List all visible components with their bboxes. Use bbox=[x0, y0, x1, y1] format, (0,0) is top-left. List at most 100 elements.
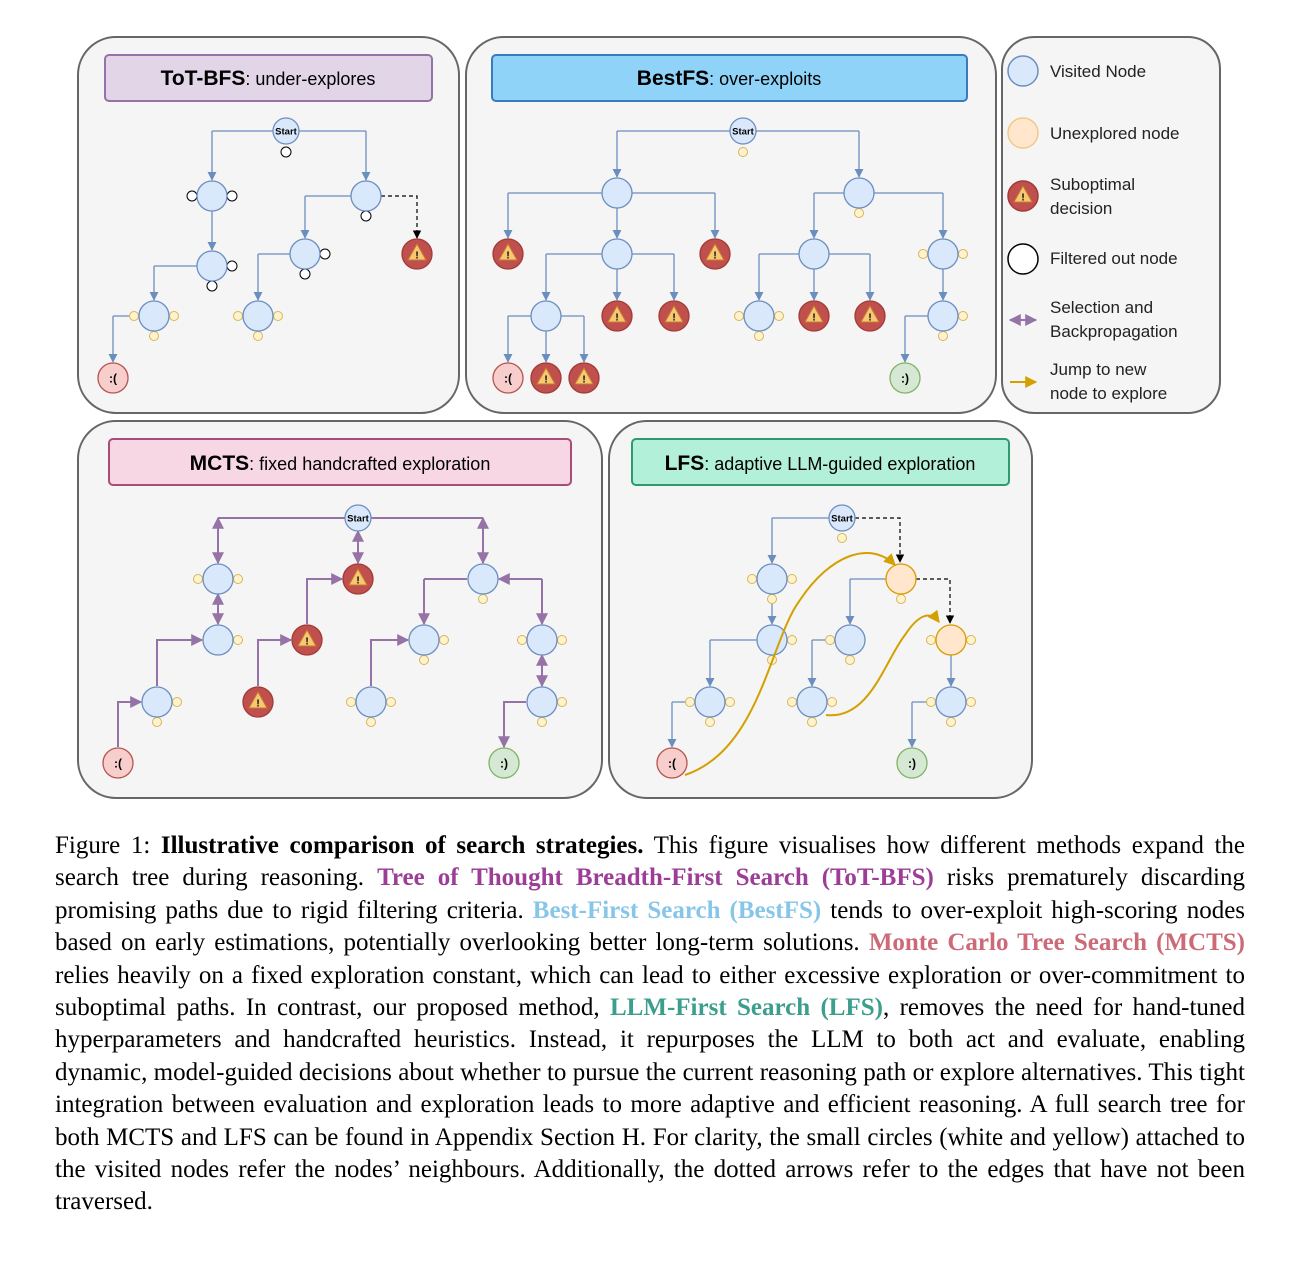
neighbor-node bbox=[705, 717, 715, 727]
caption-title: Illustrative comparison of search strate… bbox=[160, 832, 644, 859]
tree-edge bbox=[117, 696, 143, 747]
mcts-header-box bbox=[108, 438, 572, 486]
unexplored-node bbox=[935, 624, 967, 656]
visited-node bbox=[408, 624, 440, 656]
warning-mark: ! bbox=[868, 313, 871, 324]
success-node: :) bbox=[889, 362, 921, 394]
warning-mark: ! bbox=[544, 375, 547, 386]
suboptimal-node: ! bbox=[242, 686, 274, 718]
legend-visited-label: Visited Node bbox=[1050, 62, 1146, 81]
visited-node bbox=[202, 563, 234, 595]
legend-jump-line1: Jump to new bbox=[1050, 360, 1147, 379]
caption-lfs-name: LLM-First Search (LFS) bbox=[610, 994, 883, 1022]
suboptimal-node: ! bbox=[798, 300, 830, 332]
warning-mark: ! bbox=[672, 313, 675, 324]
neighbor-node bbox=[193, 574, 203, 584]
tree-edge bbox=[257, 634, 293, 686]
warning-mark: ! bbox=[305, 637, 308, 648]
start-label: Start bbox=[831, 514, 853, 525]
tree-edge bbox=[370, 634, 410, 686]
warning-mark: ! bbox=[415, 251, 418, 262]
bestfs-header-box bbox=[491, 54, 968, 102]
suboptimal-node: ! bbox=[601, 300, 633, 332]
neighbor-node bbox=[747, 574, 757, 584]
neighbor-node bbox=[837, 533, 847, 543]
suboptimal-node: ! bbox=[854, 300, 886, 332]
suboptimal-node: ! bbox=[699, 238, 731, 270]
neighbor-node bbox=[774, 311, 784, 321]
neighbor-node bbox=[169, 311, 179, 321]
warning-mark: ! bbox=[506, 251, 509, 262]
start-node: Start bbox=[344, 504, 372, 532]
visited-node bbox=[601, 238, 633, 270]
legend-visited-swatch bbox=[1007, 55, 1039, 87]
fail-node: :( bbox=[102, 747, 134, 779]
tree-edge bbox=[306, 573, 344, 624]
suboptimal-node: ! bbox=[401, 238, 433, 270]
neighbor-node bbox=[172, 697, 182, 707]
tot-bfs-method: ToT-BFS bbox=[161, 67, 246, 90]
jump-curve bbox=[825, 609, 940, 717]
neighbor-node bbox=[233, 311, 243, 321]
neighbor-node bbox=[725, 697, 735, 707]
caption-s2: risks prematurely discarding promising p… bbox=[55, 864, 1246, 924]
neighbor-node bbox=[386, 697, 396, 707]
visited-node bbox=[743, 300, 775, 332]
neighbor-node bbox=[346, 697, 356, 707]
neighbor-node bbox=[854, 208, 864, 218]
filtered-neighbor bbox=[280, 146, 292, 158]
mcts-method: MCTS bbox=[190, 452, 250, 475]
neighbor-node bbox=[938, 331, 948, 341]
legend-panel bbox=[1001, 36, 1221, 414]
caption-mcts-name: Monte Carlo Tree Search (MCTS) bbox=[868, 929, 1246, 957]
warning-mark: ! bbox=[356, 576, 359, 587]
tree-edges bbox=[108, 130, 956, 749]
tree-edge bbox=[381, 195, 422, 239]
neighbor-node bbox=[845, 655, 855, 665]
figure-label: Figure 1: bbox=[55, 832, 151, 859]
legend-jump-line2: node to explore bbox=[1050, 384, 1167, 403]
lfs-method: LFS bbox=[665, 452, 705, 475]
visited-node bbox=[834, 624, 866, 656]
success-label: :) bbox=[908, 757, 916, 771]
neighbor-node bbox=[738, 147, 748, 157]
neighbor-node bbox=[149, 331, 159, 341]
visited-node bbox=[530, 300, 562, 332]
visited-node bbox=[798, 238, 830, 270]
fail-node: :( bbox=[492, 362, 524, 394]
visited-node bbox=[196, 180, 228, 212]
tree-nodes: Start!:(Start!!!!!!:(!!:)Start!!!:(:)Sta… bbox=[97, 117, 967, 779]
neighbor-node bbox=[787, 697, 797, 707]
filtered-neighbor bbox=[186, 190, 198, 202]
legend-unexplored-swatch bbox=[1007, 117, 1039, 149]
warning-mark: ! bbox=[713, 251, 716, 262]
tree-edge bbox=[498, 701, 526, 749]
caption-s5: , removes the need for hand-tuned hyperp… bbox=[55, 994, 1246, 1216]
neighbor-node bbox=[787, 635, 797, 645]
caption-s4: relies heavily on a fixed exploration co… bbox=[55, 961, 1245, 1022]
neighbor-node bbox=[926, 635, 936, 645]
fail-label: :( bbox=[504, 372, 512, 386]
start-node: Start bbox=[729, 117, 757, 145]
neighbor-node bbox=[825, 635, 835, 645]
filtered-neighbor bbox=[299, 268, 311, 280]
success-node: :) bbox=[896, 747, 928, 779]
legend-unexplored-label: Unexplored node bbox=[1050, 124, 1179, 143]
start-label: Start bbox=[347, 514, 369, 525]
caption-tot-name: Tree of Thought Breadth-First Search (To… bbox=[377, 864, 934, 892]
visited-node bbox=[138, 300, 170, 332]
visited-node bbox=[467, 563, 499, 595]
visited-node bbox=[526, 686, 558, 718]
neighbor-node bbox=[366, 717, 376, 727]
neighbor-node bbox=[557, 635, 567, 645]
neighbor-node bbox=[685, 697, 695, 707]
filtered-neighbor bbox=[226, 260, 238, 272]
visited-node bbox=[289, 238, 321, 270]
visited-node bbox=[350, 180, 382, 212]
neighbor-node bbox=[958, 249, 968, 259]
visited-node bbox=[756, 563, 788, 595]
neighbor-node bbox=[896, 594, 906, 604]
visited-node bbox=[242, 300, 274, 332]
bestfs-method: BestFS bbox=[637, 67, 709, 90]
